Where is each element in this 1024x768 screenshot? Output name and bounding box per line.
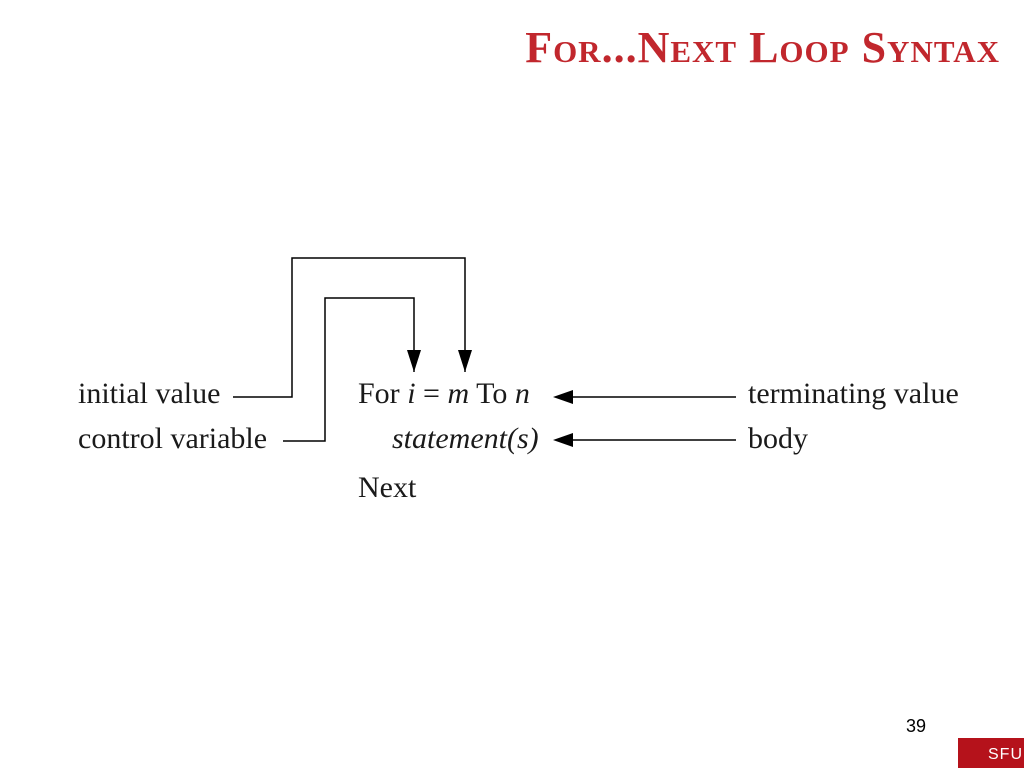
sfu-logo: SFU [958, 738, 1024, 768]
initial-value-connector [233, 257, 466, 398]
label-terminating-value: terminating value [748, 377, 959, 410]
code-to-keyword: To [476, 377, 508, 410]
code-for-keyword: For [358, 377, 400, 410]
terminating-value-arrowhead [553, 390, 573, 404]
code-var-m: m [447, 377, 470, 410]
body-arrowhead [553, 433, 573, 447]
label-body: body [748, 422, 808, 455]
initial-value-arrowhead [458, 350, 472, 372]
sfu-logo-text: SFU [988, 746, 1023, 763]
code-var-i: i [407, 377, 416, 410]
control-variable-connector [283, 297, 415, 442]
code-next-keyword: Next [358, 471, 417, 504]
page-number: 39 [906, 716, 927, 736]
label-initial-value: initial value [78, 377, 221, 410]
code-statements: statement(s) [392, 422, 539, 455]
label-control-variable: control variable [78, 422, 268, 455]
code-var-n: n [514, 377, 530, 410]
code-for-line: For i = m To n [358, 379, 530, 409]
code-equals: = [423, 377, 440, 410]
slide-title: For...Next Loop Syntax [525, 23, 1000, 72]
control-variable-arrowhead [407, 350, 421, 372]
